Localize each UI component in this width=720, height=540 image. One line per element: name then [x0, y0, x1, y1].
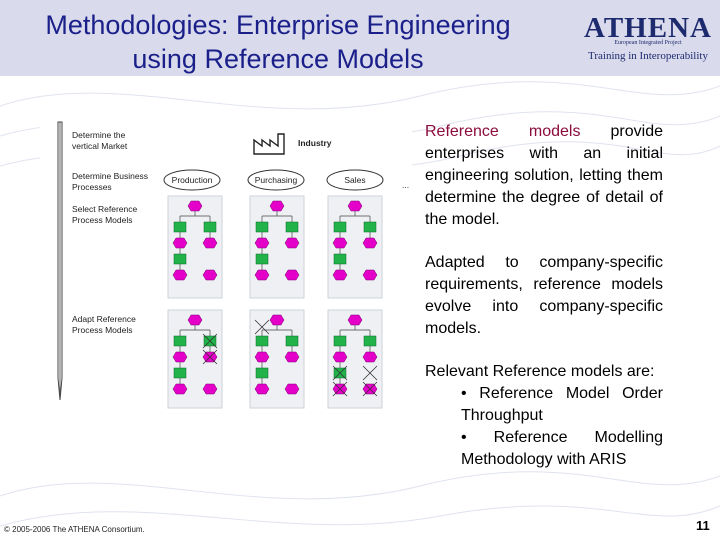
function-node — [333, 253, 347, 265]
event-node — [187, 200, 203, 212]
event-node — [362, 237, 378, 249]
event-node — [254, 269, 270, 281]
event-node — [254, 237, 270, 249]
step-label: Processes — [72, 182, 112, 192]
process-label: Production — [172, 175, 213, 185]
step-labels: Determine the vertical Market Determine … — [72, 130, 148, 335]
step-label: Determine Business — [72, 171, 148, 181]
page-number: 11 — [696, 518, 710, 533]
paragraph-1: Reference models provide enterprises wit… — [425, 121, 663, 231]
logo-subtitle: European Integrated Project — [614, 40, 682, 46]
event-node — [202, 269, 218, 281]
event-node — [332, 237, 348, 249]
athena-logo: ATHENA European Integrated Project Train… — [578, 14, 718, 66]
factory-icon — [253, 133, 285, 155]
function-node — [173, 221, 187, 233]
industry-label: Industry — [298, 138, 332, 148]
function-node — [173, 335, 187, 347]
function-node — [255, 335, 269, 347]
function-node — [285, 335, 299, 347]
function-node — [173, 367, 187, 379]
function-node — [203, 221, 217, 233]
body-text: Reference models provide enterprises wit… — [425, 121, 663, 471]
function-node — [173, 253, 187, 265]
event-node — [172, 383, 188, 395]
function-node — [255, 221, 269, 233]
logo-tagline: Training in Interoperability — [588, 50, 708, 62]
step-label: Process Models — [72, 215, 132, 225]
paragraph-1-rest: provide enterprises with an initial engi… — [425, 123, 664, 228]
step-label: Determine the — [72, 130, 126, 140]
process-label: Purchasing — [255, 175, 298, 185]
removed-mark — [332, 381, 348, 397]
paragraph-2: Adapted to company-specific requirements… — [425, 254, 663, 337]
removed-mark — [332, 365, 348, 381]
process-label: Sales — [344, 175, 365, 185]
event-node — [284, 237, 300, 249]
removed-mark — [202, 349, 218, 365]
bullet-item: • Reference Modelling Methodology with A… — [461, 429, 663, 468]
paragraph-3: Relevant Reference models are: — [425, 363, 655, 380]
function-node — [363, 221, 377, 233]
slide-title: Methodologies: Enterprise Engineering us… — [18, 8, 538, 76]
function-node — [333, 221, 347, 233]
epc-flows — [172, 200, 378, 397]
logo-name: ATHENA — [584, 12, 712, 44]
event-node — [187, 314, 203, 326]
step-label: Process Models — [72, 325, 132, 335]
highlighted-term: Reference models — [425, 123, 581, 140]
process-arrow — [57, 121, 63, 401]
step-label: vertical Market — [72, 141, 128, 151]
event-node — [254, 351, 270, 363]
footer-copyright: © 2005-2006 The ATHENA Consortium. — [4, 525, 145, 534]
event-node — [332, 269, 348, 281]
event-node — [202, 237, 218, 249]
event-node — [172, 351, 188, 363]
removed-mark — [254, 319, 270, 335]
event-node — [332, 351, 348, 363]
event-node — [269, 314, 285, 326]
ellipsis-label: ... — [402, 180, 409, 190]
process-ellipses: Production Purchasing Sales — [163, 169, 384, 191]
event-node — [269, 200, 285, 212]
title-line-1: Methodologies: Enterprise Engineering — [45, 10, 511, 40]
function-node — [333, 335, 347, 347]
function-node — [255, 367, 269, 379]
reference-model-diagram: Determine the vertical Market Determine … — [40, 110, 412, 412]
function-node — [255, 253, 269, 265]
event-node — [254, 383, 270, 395]
event-node — [347, 200, 363, 212]
event-node — [362, 351, 378, 363]
function-node — [363, 335, 377, 347]
step-label: Adapt Reference — [72, 314, 136, 324]
event-node — [202, 383, 218, 395]
event-node — [172, 269, 188, 281]
event-node — [284, 269, 300, 281]
event-node — [347, 314, 363, 326]
function-node — [285, 221, 299, 233]
bullet-item: • Reference Model Order Throughput — [461, 385, 663, 424]
event-node — [172, 237, 188, 249]
step-label: Select Reference — [72, 204, 137, 214]
header-band — [0, 0, 720, 76]
event-node — [284, 383, 300, 395]
removed-mark — [202, 333, 218, 349]
event-node — [284, 351, 300, 363]
event-node — [362, 269, 378, 281]
title-line-2: using Reference Models — [132, 44, 424, 74]
removed-mark — [362, 365, 378, 381]
removed-mark — [362, 381, 378, 397]
